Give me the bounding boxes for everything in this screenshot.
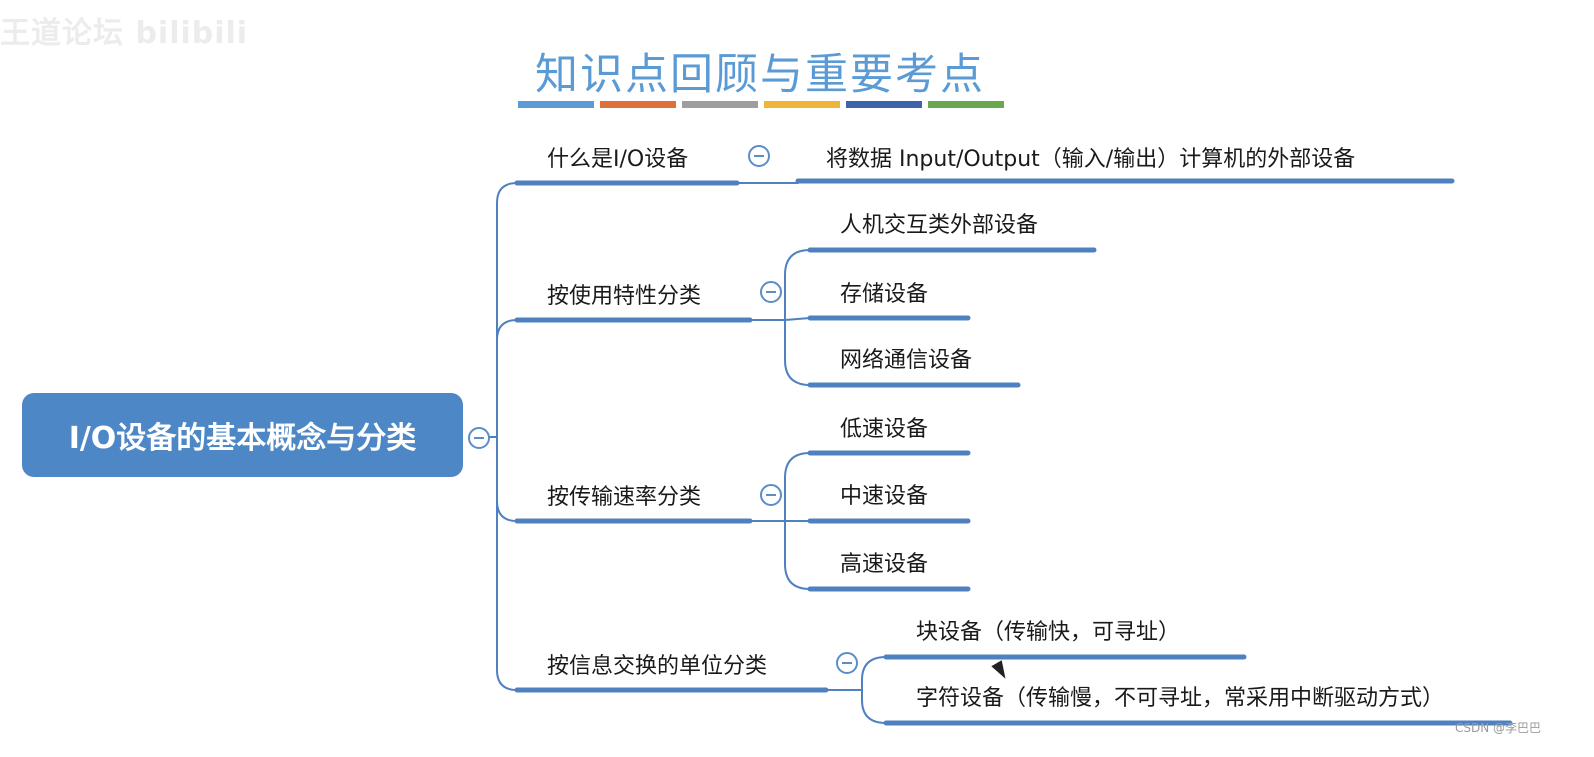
title-bar-3: [682, 101, 758, 108]
title-bar-4: [764, 101, 840, 108]
leaf-2-3-label[interactable]: 网络通信设备: [840, 348, 973, 373]
title-bar-5: [846, 101, 922, 108]
branch-2-label[interactable]: 按使用特性分类: [547, 284, 702, 309]
page-title: 知识点回顾与重要考点: [535, 50, 985, 100]
leaf-3-3-label[interactable]: 高速设备: [840, 552, 929, 577]
leaf-1-1-label[interactable]: 将数据 Input/Output（输入/输出）计算机的外部设备: [826, 147, 1356, 172]
branch-1-collapse-icon[interactable]: [748, 145, 770, 167]
branch-3-label[interactable]: 按传输速率分类: [547, 485, 702, 510]
trunk-branch-3: [496, 500, 518, 522]
root-collapse-icon[interactable]: [468, 427, 490, 449]
leaf-3-2-label[interactable]: 中速设备: [840, 484, 929, 509]
watermark: 王道论坛 bilibili: [0, 16, 249, 51]
title-bar-1: [518, 101, 594, 108]
branch-1-label[interactable]: 什么是I/O设备: [547, 147, 689, 172]
branch-4-label[interactable]: 按信息交换的单位分类: [547, 654, 768, 679]
branch-2-links: [749, 249, 811, 386]
branch-3-links: [749, 452, 811, 590]
leaf-4-2-label[interactable]: 字符设备（传输慢，不可寻址，常采用中断驱动方式）: [916, 686, 1445, 711]
trunk-branch-2: [496, 319, 518, 341]
leaf-2-2-label[interactable]: 存储设备: [840, 282, 929, 307]
credit-text: CSDN @李巴巴: [1455, 721, 1542, 735]
title-bar-2: [600, 101, 676, 108]
leaf-4-1-label[interactable]: 块设备（传输快，可寻址）: [916, 620, 1181, 645]
title-bar-6: [928, 101, 1004, 108]
leaf-3-1-label[interactable]: 低速设备: [840, 417, 929, 442]
root-node[interactable]: I/O设备的基本概念与分类: [22, 393, 463, 477]
branch-4-links: [825, 656, 887, 724]
leaf-2-1-label[interactable]: 人机交互类外部设备: [840, 213, 1039, 238]
branch-3-collapse-icon[interactable]: [760, 484, 782, 506]
trunk-line: [496, 182, 518, 691]
branch-4-collapse-icon[interactable]: [836, 652, 858, 674]
branch-2-collapse-icon[interactable]: [760, 281, 782, 303]
